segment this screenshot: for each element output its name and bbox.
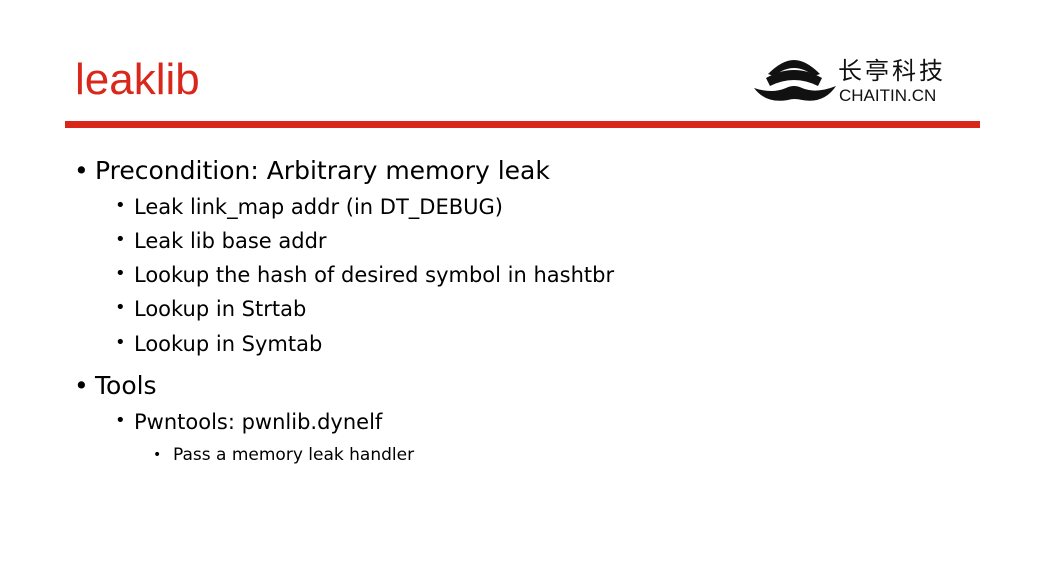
bullet-text: Lookup the hash of desired symbol in has… — [134, 263, 615, 287]
bullet-text: Lookup in Strtab — [134, 297, 307, 321]
bullet-text: Pass a memory leak handler — [173, 445, 415, 465]
logo-chinese-text: 长亭科技 — [838, 57, 946, 85]
bullet-text: Lookup in Symtab — [134, 332, 323, 356]
bullet-text: Leak link_map addr (in DT_DEBUG) — [134, 195, 503, 219]
bullet-dot: • — [115, 195, 126, 216]
bullet-dot: • — [115, 332, 126, 353]
bullet-dot: • — [153, 447, 162, 463]
title-divider — [65, 121, 980, 128]
bullet-text: Precondition: Arbitrary memory leak — [95, 156, 550, 185]
bullet-text: Pwntools: pwnlib.dynelf — [134, 410, 383, 434]
company-logo: 长亭科技 CHAITIN.CN — [754, 56, 974, 108]
bullet-dot: • — [74, 156, 89, 185]
chaitin-wave-logo-icon — [754, 60, 836, 101]
bullet-dot: • — [74, 371, 89, 400]
slide-title: leaklib — [75, 55, 200, 104]
bullet-dot: • — [115, 297, 126, 318]
bullet-dot: • — [115, 263, 126, 284]
bullet-text: Leak lib base addr — [134, 229, 327, 253]
bullet-dot: • — [115, 229, 126, 250]
bullet-dot: • — [115, 410, 126, 431]
bullet-text: Tools — [95, 371, 157, 400]
logo-english-text: CHAITIN.CN — [839, 86, 937, 105]
